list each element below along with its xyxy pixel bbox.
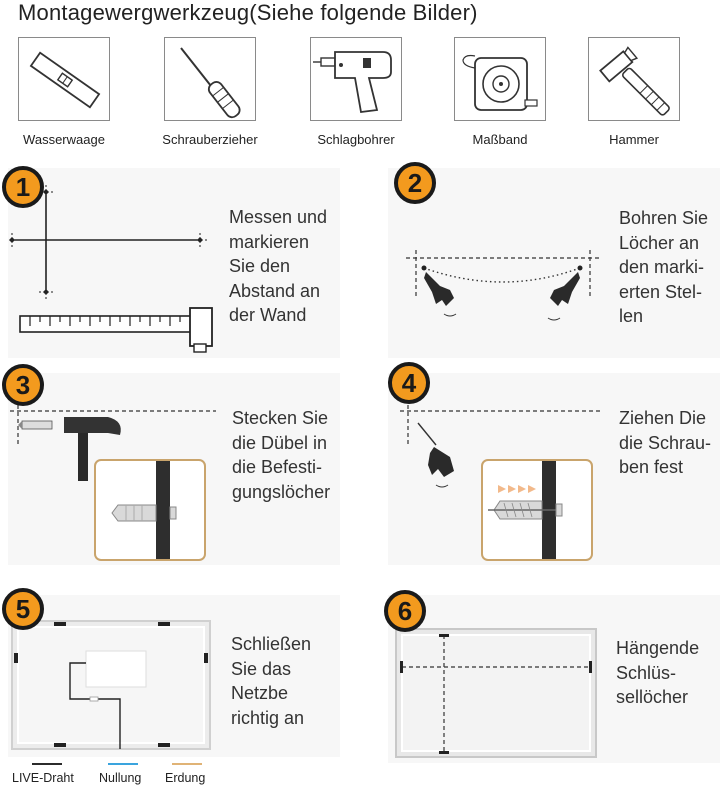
step-1-badge: 1 bbox=[2, 166, 44, 208]
legend-live-label: LIVE-Draht bbox=[12, 771, 74, 785]
tool-label-screwdriver: Schrauberzieher bbox=[162, 132, 258, 147]
step-2-number: 2 bbox=[408, 168, 422, 198]
arrows-icon bbox=[498, 485, 536, 493]
dowel-large-icon bbox=[111, 504, 177, 522]
tool-label-impact-drill: Schlagbohrer bbox=[317, 132, 395, 147]
screw-dowel-icon bbox=[488, 500, 563, 520]
legend-live-line bbox=[32, 763, 62, 765]
screwdriver-icon bbox=[180, 47, 241, 119]
drill-tool-icon bbox=[417, 422, 454, 488]
step-5-illustration bbox=[11, 620, 211, 750]
page-title: Montagewergwerkzeug(Siehe folgende Bilde… bbox=[18, 0, 478, 25]
step-5-number: 5 bbox=[16, 594, 30, 624]
hammer-icon bbox=[599, 46, 670, 116]
step-6-badge: 6 bbox=[384, 590, 426, 632]
step-4-badge: 4 bbox=[388, 362, 430, 404]
tool-box-hammer bbox=[588, 37, 680, 121]
hammer-tool-icon bbox=[64, 417, 121, 481]
step-4-number: 4 bbox=[402, 368, 417, 398]
legend-ground-label: Erdung bbox=[165, 771, 206, 785]
legend-neutral-label: Nullung bbox=[99, 771, 142, 785]
tool-box-tape-measure bbox=[454, 37, 546, 121]
tool-label-hammer: Hammer bbox=[609, 132, 659, 147]
step-6-illustration bbox=[395, 628, 597, 758]
step-2-illustration bbox=[406, 250, 602, 321]
tool-label-tape-measure: Maßband bbox=[472, 132, 528, 147]
step-2-badge: 2 bbox=[394, 162, 436, 204]
step-3-badge: 3 bbox=[2, 364, 44, 406]
tool-label-spirit-level: Wasserwaage bbox=[23, 132, 105, 147]
tool-box-spirit-level bbox=[18, 37, 110, 121]
tool-box-impact-drill bbox=[310, 37, 402, 121]
tool-box-screwdriver bbox=[164, 37, 256, 121]
step-3-illustration bbox=[10, 405, 216, 561]
drill-right-icon bbox=[547, 272, 580, 321]
dowel-small-icon bbox=[18, 420, 53, 430]
legend-ground-line bbox=[172, 763, 202, 765]
step-4-illustration bbox=[400, 405, 600, 561]
step-2-panel bbox=[388, 168, 720, 358]
step-5-badge: 5 bbox=[2, 588, 44, 630]
spirit-level-icon bbox=[29, 51, 101, 109]
step-3-number: 3 bbox=[16, 370, 30, 400]
step-1-number: 1 bbox=[16, 172, 30, 202]
step-6-number: 6 bbox=[398, 596, 412, 626]
tape-measure-icon bbox=[462, 54, 538, 111]
impact-drill-icon bbox=[313, 51, 392, 113]
legend-neutral-line bbox=[108, 763, 138, 765]
drill-left-icon bbox=[424, 272, 457, 317]
step-1-illustration bbox=[8, 185, 213, 353]
